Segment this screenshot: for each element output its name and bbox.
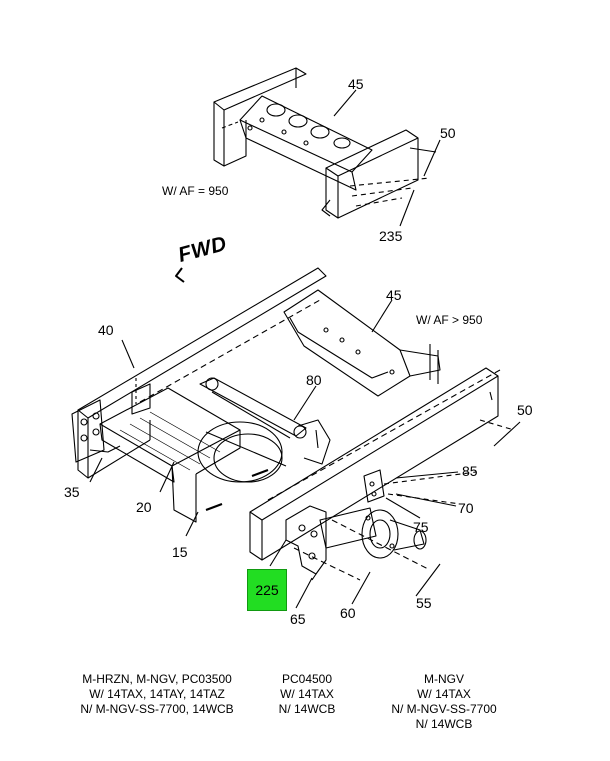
callout-225-highlighted[interactable]: 225 [247,569,287,611]
footer-line: W/ 14TAX [280,687,334,701]
callout-65: 65 [290,611,306,627]
footer-line: N/ M-NGV-SS-7700 [391,702,497,716]
variant-note-af-950: W/ AF = 950 [162,184,229,198]
footer-line: N/ 14WCB [415,717,473,731]
footer-line: W/ 14TAX [417,687,471,701]
callout-15: 15 [172,544,188,560]
footer-line: PC04500 [281,672,333,686]
callout-80: 80 [306,372,322,388]
callout-45-top: 45 [348,76,364,92]
callout-55: 55 [416,595,432,611]
footer-line: N/ M-NGV-SS-7700, 14WCB [80,702,234,716]
callout-50-mid: 50 [517,402,533,418]
forward-arrow-icon [175,267,185,283]
footer-applicability-3: M-NGV W/ 14TAX N/ M-NGV-SS-7700 N/ 14WCB [378,672,510,732]
callout-40: 40 [98,322,114,338]
footer-line: W/ 14TAX, 14TAY, 14TAZ [89,687,225,701]
callout-60: 60 [340,605,356,621]
callout-50-top: 50 [440,125,456,141]
main-frame-assembly [71,267,521,609]
footer-applicability-2: PC04500 W/ 14TAX N/ 14WCB [262,672,352,717]
callout-235: 235 [379,228,403,244]
leader-50-top [409,147,437,153]
callout-70: 70 [458,500,474,516]
footer-line: M-NGV [424,672,464,686]
callout-35: 35 [64,484,80,500]
variant-note-af-gt-950: W/ AF > 950 [416,313,483,327]
footer-line: M-HRZN, M-NGV, PC03500 [82,672,232,686]
footer-applicability-1: M-HRZN, M-NGV, PC03500 W/ 14TAX, 14TAY, … [62,672,252,717]
top-crossmember-detail [213,67,441,227]
callout-45-mid: 45 [386,287,402,303]
footer-line: N/ 14WCB [278,702,336,716]
callout-75: 75 [413,519,429,535]
callout-20: 20 [136,499,152,515]
callout-85: 85 [462,463,478,479]
